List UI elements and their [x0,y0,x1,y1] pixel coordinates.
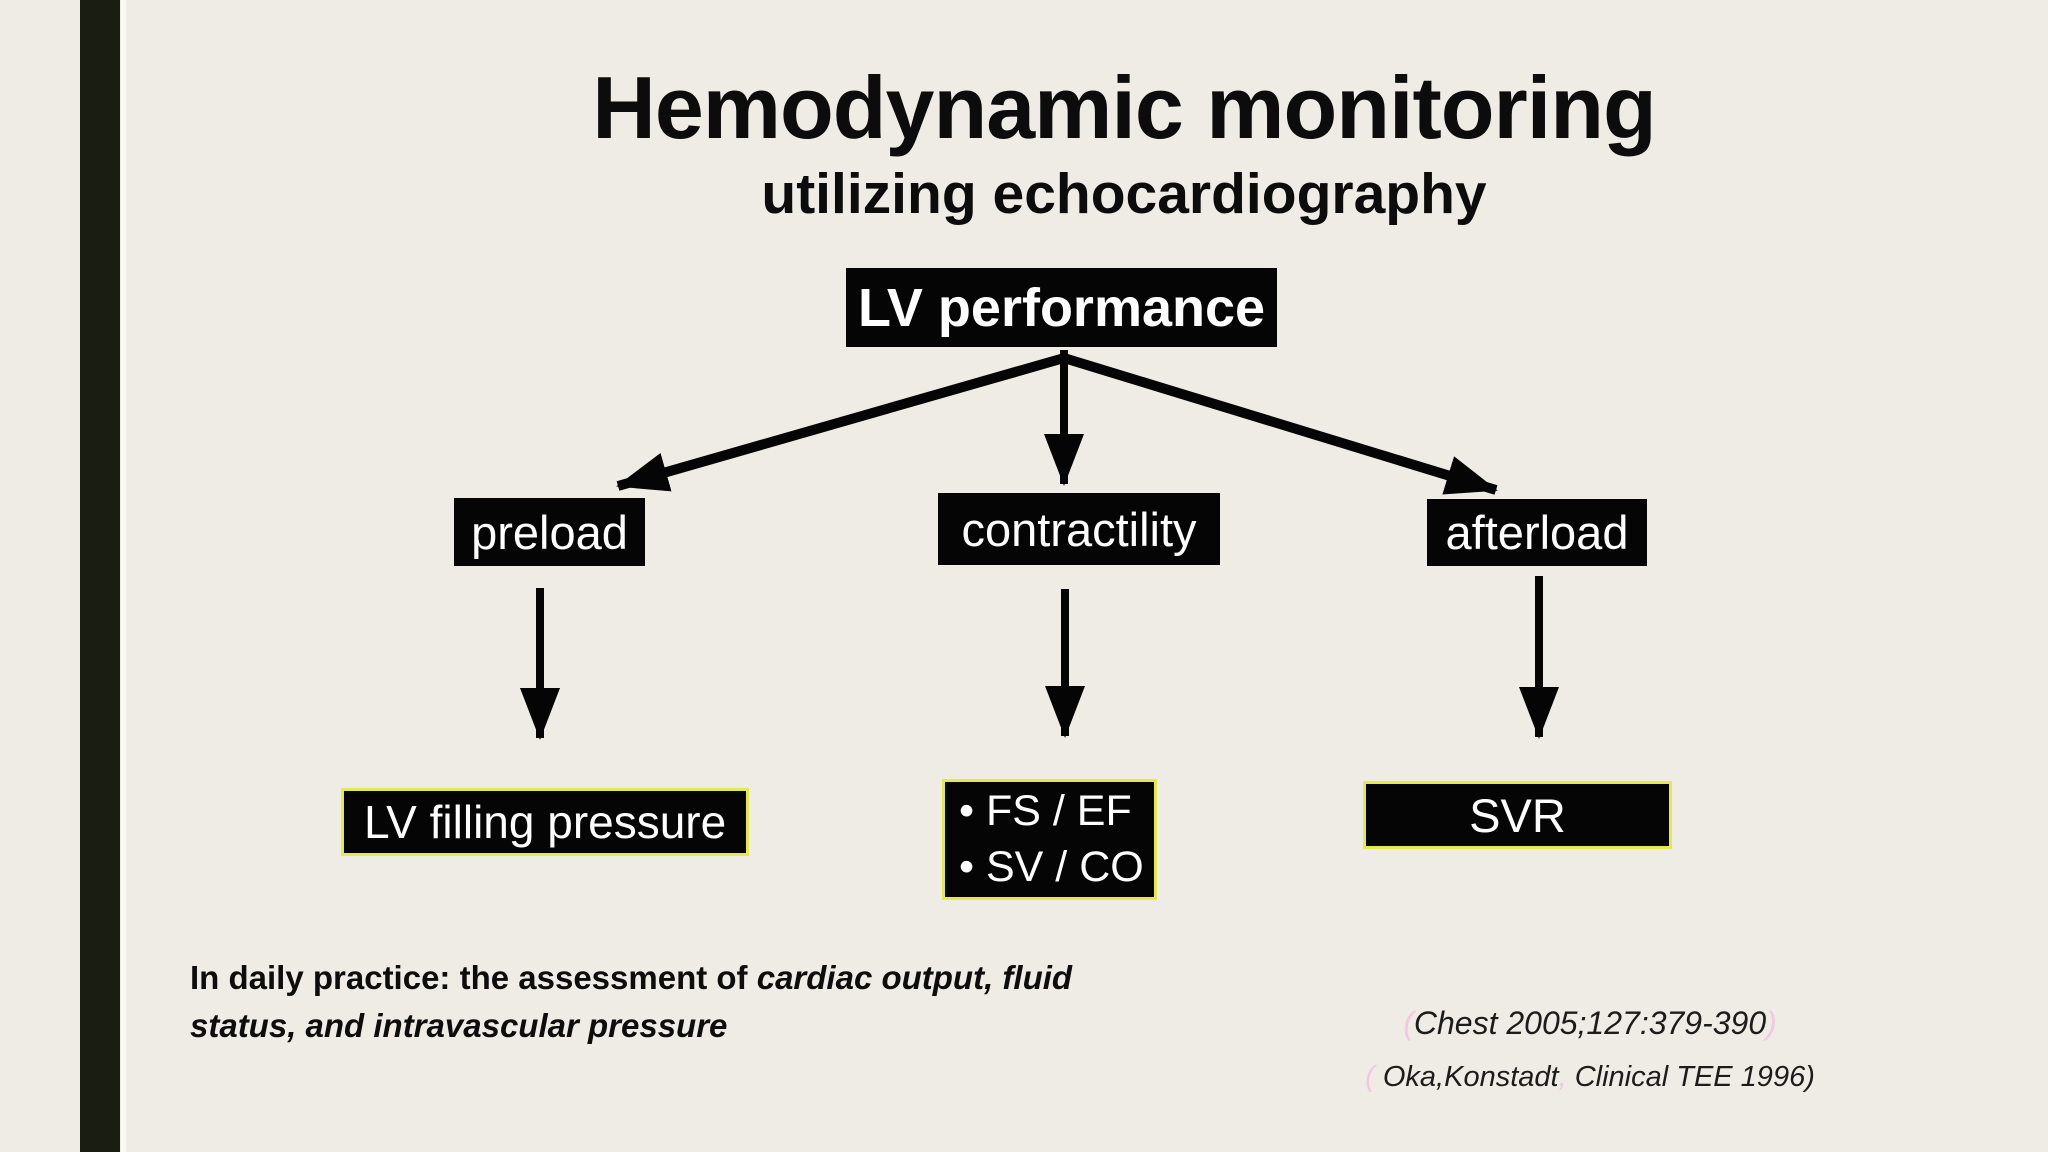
node-svr: SVR [1363,781,1672,849]
node-lv-filling-pressure: LV filling pressure [341,788,749,856]
node-preload: preload [454,498,645,566]
practice-statement-emphasis-line1: cardiac output, fluid [756,959,1073,996]
citation-chest-body: Chest 2005;127:379-390 [1413,1005,1767,1041]
practice-statement-lead: In daily practice: the assessment of [190,959,757,996]
node-fs-ef-sv-co: • FS / EF • SV / CO [942,779,1157,900]
citation-oka-names: Oka,Konstadt [1382,1061,1559,1093]
arrow-root-to-preload [616,353,1066,492]
practice-statement-emphasis-line2: status, and intravascular pressure [190,1006,728,1044]
citation-chest: (Chest 2005;127:379-390) [1310,1005,1870,1042]
slide-subtitle: utilizing echocardiography [761,162,1487,226]
citation-oka-konstadt: ( Oka,Konstadt, Clinical TEE 1996) [1310,1061,1870,1094]
citation-oka-open-paren: ( [1365,1061,1383,1093]
citation-chest-close-paren: ) [1766,1005,1777,1041]
bullet-fs-ef: • FS / EF [959,786,1132,835]
citation-oka-rest: Clinical TEE 1996) [1566,1061,1815,1093]
bullet-sv-co: • SV / CO [959,842,1144,891]
left-accent-bar [80,0,120,1152]
node-lv-performance: LV performance [846,268,1277,347]
citation-oka-separator: , [1558,1061,1567,1093]
slide-title: Hemodynamic monitoring [592,58,1656,157]
arrow-root-to-afterload [1062,353,1498,495]
citation-chest-open-paren: ( [1403,1005,1414,1041]
node-afterload: afterload [1427,499,1647,566]
node-contractility: contractility [938,493,1220,565]
left-accent-bar-highlight [121,0,126,1152]
practice-statement: In daily practice: the assessment of car… [190,954,1310,1049]
